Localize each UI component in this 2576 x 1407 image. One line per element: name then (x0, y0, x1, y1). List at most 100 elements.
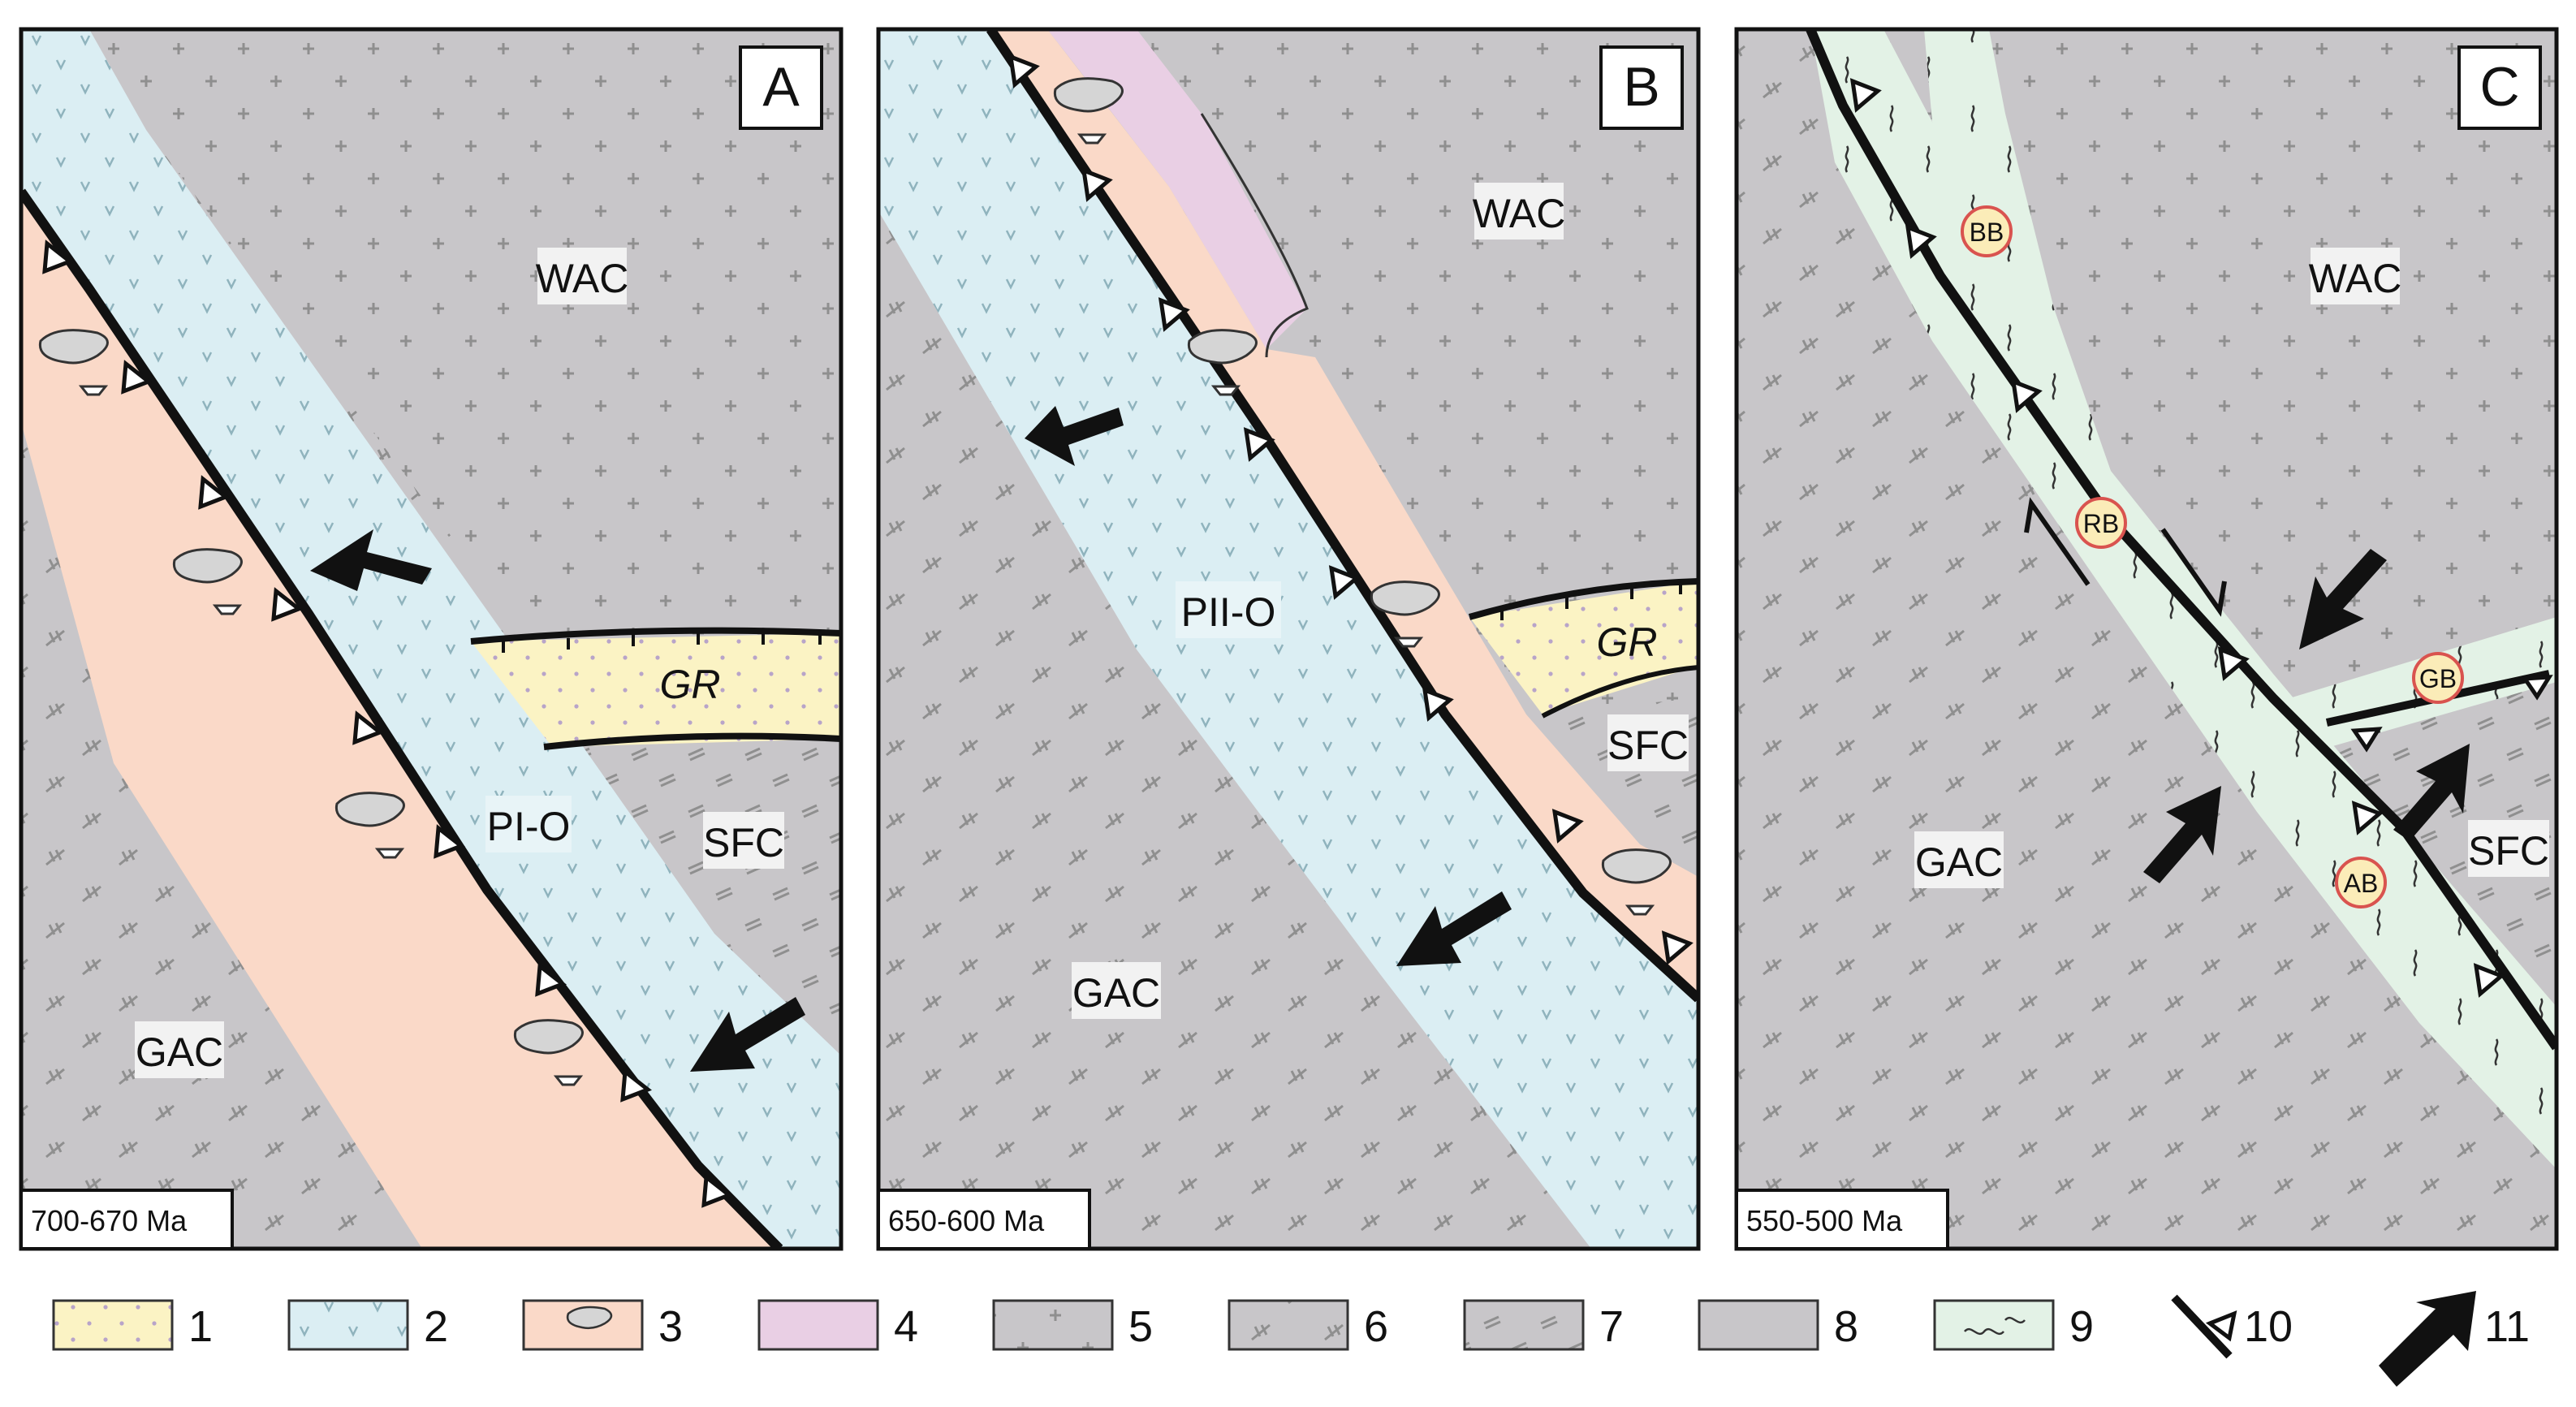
ocean-label: PII-O (1181, 589, 1276, 635)
gac-label-bg (1914, 831, 2004, 888)
wavy-green-swatch (1933, 1299, 2055, 1351)
ocean-label-bg (485, 796, 572, 852)
graben-ticks (502, 633, 822, 653)
svg-text:4: 4 (894, 1302, 918, 1351)
graben-unit (471, 633, 841, 747)
svg-text:AB: AB (2344, 869, 2379, 898)
badge-ab (2335, 857, 2387, 909)
dash-pattern-grey-swatch (1463, 1299, 1585, 1351)
sfc-label: SFC (1607, 723, 1689, 768)
thrust-tooth-icon (2205, 1310, 2237, 1342)
legend-item-2: 2 (287, 1299, 448, 1351)
legend: 1 2 3 4 5 6 7 8 (52, 1291, 2530, 1387)
panel-a-age-box (19, 1189, 234, 1250)
gac-label: GAC (136, 1029, 223, 1075)
dotted-yellow-swatch (52, 1299, 174, 1351)
panel-c-letter-box (2457, 45, 2542, 130)
gac-label-bg (1072, 962, 1161, 1019)
graben-upper-fault (1468, 578, 1698, 620)
sfc-label-bg (1607, 714, 1689, 771)
legend-item-9: 9 (1933, 1299, 2094, 1351)
back-arc-boundary (1200, 113, 1309, 358)
sfc-label: SFC (703, 820, 784, 865)
wac-label: WAC (1473, 191, 1566, 236)
graben-ticks (1500, 583, 1682, 620)
svg-text:8: 8 (1834, 1302, 1858, 1351)
pink-swatch (757, 1299, 879, 1351)
arrow-symbol (2379, 1291, 2476, 1387)
svg-text:6: 6 (1364, 1302, 1388, 1351)
panel-c-age-box (1735, 1189, 1949, 1250)
legend-item-5: 5 (992, 1299, 1153, 1351)
legend-item-10: 10 (2171, 1294, 2293, 1359)
wavy-icon (1964, 1316, 2026, 1336)
panel-c: BB RB GB AB C 550-500 Ma WAC GAC SFC (1734, 27, 2559, 1251)
panel-a-age: 700-670 Ma (31, 1204, 188, 1237)
panel-c-letter: C (2479, 56, 2519, 118)
legend-item-7: 7 (1463, 1299, 1624, 1351)
graben-upper-fault (470, 627, 841, 645)
legend-item-1: 1 (52, 1299, 213, 1351)
panel-b-letter-box (1599, 45, 1684, 130)
gac-label-bg (135, 1021, 224, 1078)
panel-a: A 700-670 Ma WAC GAC SFC GR PI-O (19, 27, 844, 1251)
svg-text:3: 3 (658, 1302, 683, 1351)
panel-a-letter: A (762, 56, 800, 118)
ophiolite-symbols (1053, 77, 1672, 916)
badge-bb (1961, 205, 2013, 257)
location-badges: BB RB GB AB (1961, 205, 2464, 909)
x-pattern-grey-swatch (1228, 1299, 1349, 1351)
panel-b: B 650-600 Ma WAC GAC SFC GR PII-O (876, 27, 1701, 1251)
legend-item-6: 6 (1228, 1299, 1388, 1351)
legend-item-3: 3 (522, 1299, 683, 1351)
convergence-arrows (2143, 549, 2470, 883)
badge-rb (2075, 497, 2127, 549)
ocean-basin (21, 29, 841, 1249)
svg-text:9: 9 (2069, 1302, 2094, 1351)
svg-text:GB: GB (2419, 664, 2457, 693)
ocean-label-bg (1176, 581, 1281, 638)
thrust-teeth (1008, 54, 1694, 965)
back-arc-unit (1047, 29, 1307, 349)
graben-lower-fault (543, 732, 841, 750)
gac-label: GAC (1915, 839, 2003, 885)
gr-label: GR (660, 662, 721, 707)
sfc-label-bg (2468, 820, 2549, 877)
thrust-symbol (2171, 1294, 2233, 1359)
graben-unit (1469, 581, 1698, 714)
svg-text:RB: RB (2083, 509, 2119, 538)
wac-label-bg (537, 248, 627, 304)
wac-label: WAC (2309, 256, 2402, 301)
panel-c-frame (1734, 27, 2559, 1251)
sfc-label-bg (703, 812, 784, 869)
wac-label-bg (1474, 183, 1564, 240)
svg-text:1: 1 (188, 1302, 213, 1351)
v-pattern-blue-swatch (287, 1299, 409, 1351)
shear-sense-arrows (2024, 497, 2227, 617)
badge-gb (2412, 652, 2464, 704)
panel-b-age: 650-600 Ma (888, 1204, 1045, 1237)
convergence-arrows (310, 529, 805, 1072)
wac-label-bg (2311, 248, 2400, 304)
svg-text:11: 11 (2484, 1302, 2530, 1351)
legend-item-4: 4 (757, 1299, 918, 1351)
ophiolite-symbols (38, 329, 584, 1086)
thrust-teeth (1849, 78, 2553, 998)
svg-text:BB: BB (1970, 218, 2004, 247)
accretionary-wedge (990, 29, 1698, 999)
shear-zone-branch (1924, 29, 2111, 471)
panel-c-age: 550-500 Ma (1746, 1204, 1903, 1237)
svg-text:5: 5 (1128, 1302, 1153, 1351)
wac-label: WAC (536, 256, 629, 301)
svg-text:2: 2 (424, 1302, 448, 1351)
panel-b-age-box (877, 1189, 1091, 1250)
svg-text:10: 10 (2244, 1302, 2293, 1351)
legend-item-8: 8 (1698, 1299, 1858, 1351)
panel-a-frame (19, 27, 844, 1251)
thrust-teeth (42, 240, 733, 1208)
plain-grey-swatch (1698, 1299, 1819, 1351)
panel-a-letter-box (739, 45, 823, 130)
panel-b-letter: B (1623, 56, 1659, 118)
svg-text:7: 7 (1599, 1302, 1624, 1351)
